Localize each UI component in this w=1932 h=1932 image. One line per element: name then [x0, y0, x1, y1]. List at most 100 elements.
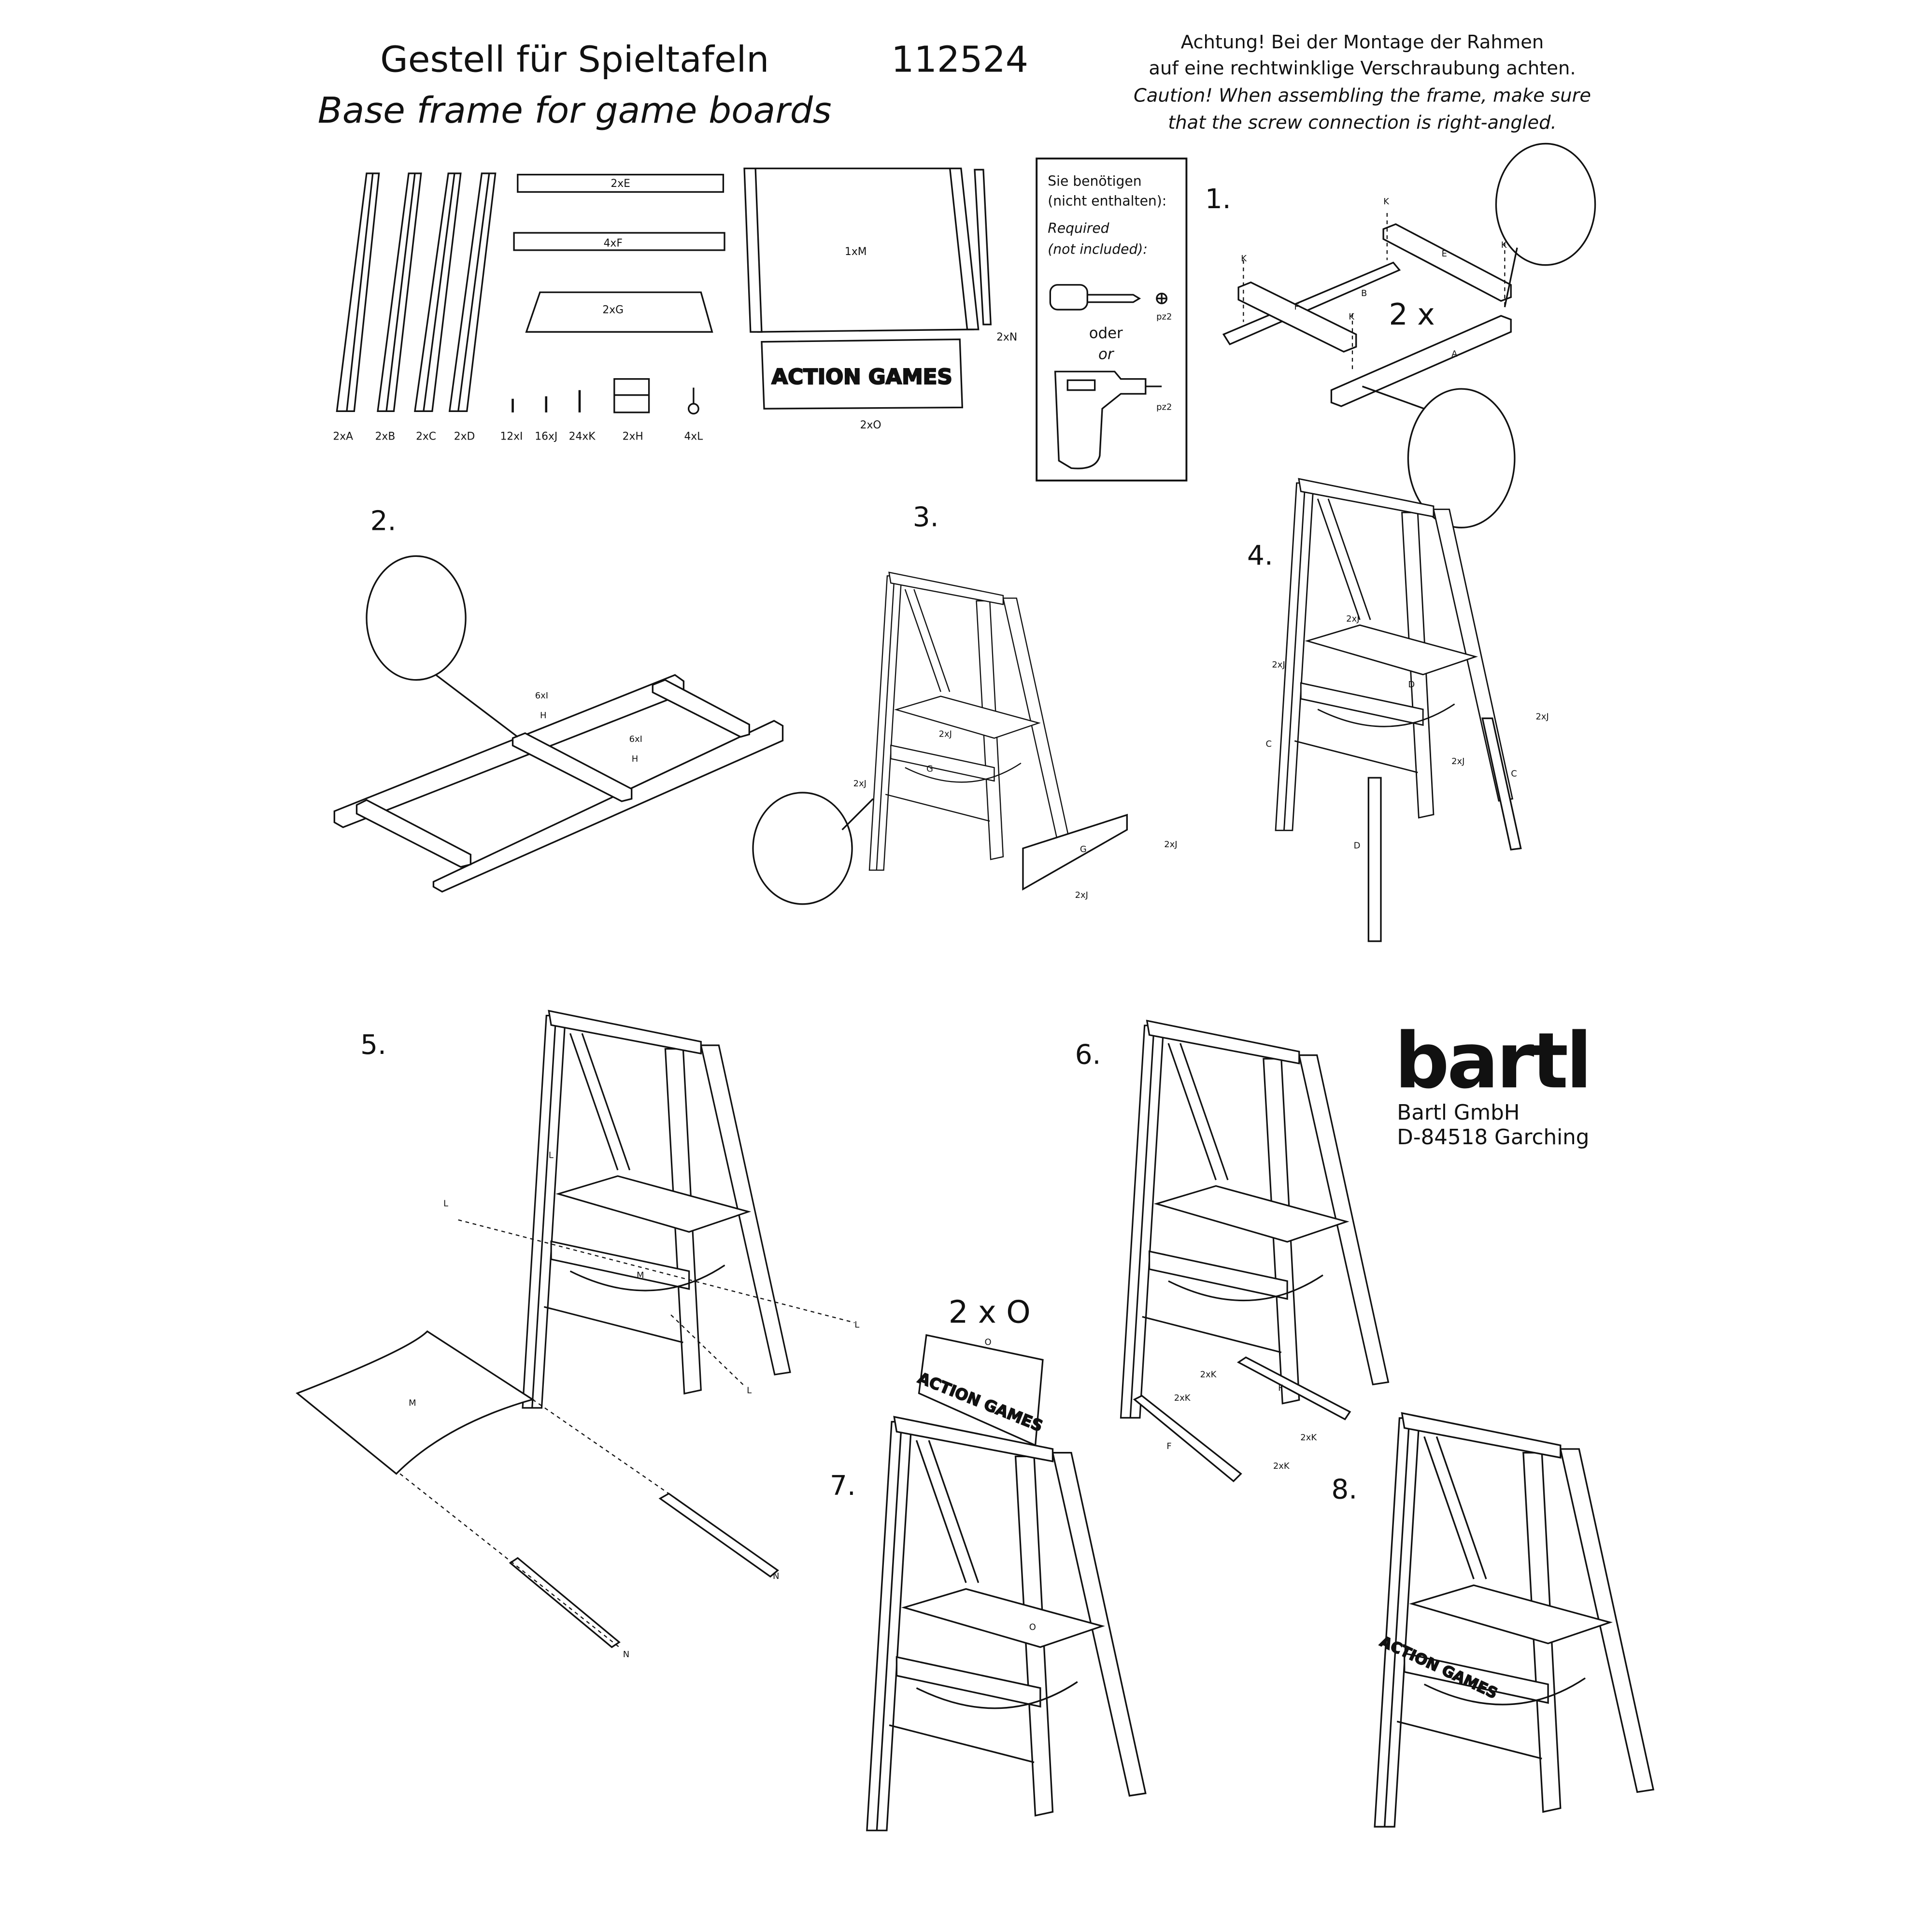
- part-label-h: 2xH: [623, 430, 643, 442]
- step-number-7: 7.: [830, 1470, 856, 1502]
- step5-label-n: N: [773, 1571, 779, 1581]
- step4-diagram: 2xJ 2xJ D C 2xJ 2xJ C D: [1266, 478, 1549, 942]
- step3-label-j: 2xJ: [853, 779, 867, 789]
- screw-icons: [511, 390, 581, 412]
- part-label-m: 1xM: [845, 246, 867, 258]
- step7-label-o: O: [984, 1337, 991, 1348]
- bit-size-1: pz2: [1156, 312, 1172, 322]
- step5-label-l: L: [854, 1320, 859, 1330]
- parts-list: 2xA 2xB 2xC 2xD 2xE 4xF 2xG 1xM 2xN ACTI…: [333, 168, 1017, 442]
- part-label-a: 2xA: [333, 430, 353, 442]
- step2-hinge-label: H: [540, 710, 547, 721]
- part-label-b: 2xB: [375, 430, 396, 442]
- bartl-logo: bartl: [1394, 1016, 1590, 1106]
- company-name: Bartl GmbH: [1397, 1101, 1520, 1125]
- step1-label-k: K: [1501, 240, 1507, 250]
- detail-magnifier: [752, 792, 853, 905]
- title-german: Gestell für Spieltafeln: [380, 39, 769, 81]
- step4-label-j: 2xJ: [1451, 756, 1464, 767]
- required-tools-box: Sie benötigen (nicht enthalten): Require…: [1036, 157, 1188, 482]
- step4-label-j: 2xJ: [1535, 712, 1548, 722]
- tools-label-de-1: Sie benötigen: [1048, 173, 1141, 189]
- part-n-rod: [974, 169, 992, 326]
- step7-multiplier: 2 x O: [949, 1294, 1031, 1330]
- part-o-sign: [761, 338, 964, 410]
- part-f-board: [513, 232, 725, 251]
- part-g-board: [525, 291, 713, 333]
- step4-label-c: C: [1511, 769, 1517, 779]
- fabric-m: [296, 1330, 535, 1475]
- part-label-k: 24xK: [569, 430, 596, 442]
- step6-label-k: 2xK: [1174, 1393, 1191, 1403]
- step4-label-c: C: [1266, 739, 1272, 749]
- part-rails: [336, 172, 497, 412]
- step-number-8: 8.: [1331, 1474, 1357, 1506]
- article-number: 112524: [891, 39, 1028, 81]
- step6-label-k: 2xK: [1300, 1433, 1317, 1443]
- step5-label-l: L: [443, 1198, 448, 1208]
- step8-diagram: ACTION GAMES: [1374, 1412, 1654, 1828]
- part-label-e: 2xE: [611, 178, 630, 190]
- warning-german-line2: auf eine rechtwinklige Verschraubung ach…: [1149, 57, 1576, 79]
- step5-diagram: L L M L L M N N: [296, 1010, 859, 1660]
- part-label-j: 16xJ: [535, 430, 557, 442]
- part-o-sign-text: ACTION GAMES: [771, 365, 952, 389]
- step-number-1: 1.: [1205, 184, 1231, 215]
- step3-label-j: 2xJ: [1075, 890, 1088, 900]
- title-english: Base frame for game boards: [318, 89, 832, 131]
- step1-label-k: K: [1349, 312, 1355, 322]
- step5-label-m: M: [409, 1398, 416, 1408]
- step3-label-j: 2xJ: [1164, 839, 1177, 850]
- step-number-5: 5.: [360, 1029, 386, 1061]
- step-number-4: 4.: [1247, 540, 1273, 571]
- detail-magnifier-top: [1495, 142, 1596, 266]
- step3-diagram: 2xJ G 2xJ G 2xJ 2xJ: [752, 571, 1178, 905]
- step1-label-k: K: [1383, 197, 1390, 207]
- tools-label-en-1: Required: [1048, 220, 1109, 236]
- step2-diagram: 6xI H 6xI H: [333, 555, 784, 893]
- brand-block: bartl Bartl GmbH D-84518 Garching: [1394, 1016, 1592, 1150]
- step4-label-j: 2xJ: [1346, 614, 1359, 624]
- screwdriver-icon: [1049, 284, 1168, 311]
- tools-or-en: or: [1098, 346, 1115, 363]
- warning-english-line2: that the screw connection is right-angle…: [1168, 112, 1557, 134]
- step1-multiplier: 2 x: [1389, 297, 1435, 332]
- step1-label-k: K: [1241, 254, 1247, 264]
- part-e-board: [517, 173, 724, 193]
- step6-label-k: 2xK: [1273, 1461, 1290, 1471]
- part-label-l: 4xL: [684, 430, 703, 442]
- step5-label-n: N: [623, 1649, 629, 1660]
- step2-hinge-label: H: [632, 754, 639, 764]
- step2-screws-label: 6xI: [535, 691, 548, 701]
- step1-label-f: F: [1294, 302, 1299, 312]
- part-label-f: 4xF: [604, 237, 623, 249]
- bit-size-2: pz2: [1156, 402, 1172, 412]
- part-m-fabric: [743, 168, 980, 333]
- part-label-o: 2xO: [860, 419, 881, 431]
- step-number-2: 2.: [370, 505, 397, 537]
- detail-magnifier-bottom: [1407, 388, 1516, 528]
- step6-label-f: F: [1166, 1441, 1171, 1451]
- part-label-c: 2xC: [416, 430, 436, 442]
- step1-label-b: B: [1361, 288, 1367, 298]
- step3-label-g: G: [926, 764, 933, 774]
- step-number-6: 6.: [1075, 1039, 1101, 1071]
- step-number-3: 3.: [913, 502, 939, 533]
- step7-diagram: 2 x O O ACTION GAMES O: [866, 1294, 1147, 1832]
- step6-diagram: 2xK 2xK F 2xK F 2xK: [1120, 1020, 1389, 1482]
- step1-label-e: E: [1442, 249, 1447, 259]
- step7-label-o: O: [1029, 1622, 1036, 1632]
- peg-icon: [687, 387, 699, 415]
- tools-label-en-2: (not included):: [1048, 242, 1148, 257]
- tools-label-de-2: (nicht enthalten):: [1048, 193, 1166, 209]
- step5-label-m: M: [637, 1270, 644, 1280]
- part-label-g: 2xG: [602, 304, 624, 316]
- part-label-i: 12xI: [500, 430, 523, 442]
- detail-magnifier: [366, 555, 467, 681]
- tools-or-de: oder: [1089, 325, 1123, 342]
- step6-label-f: F: [1278, 1383, 1283, 1393]
- step3-label-j: 2xJ: [939, 729, 952, 739]
- step4-label-d: D: [1354, 840, 1361, 851]
- step1-label-a: A: [1451, 349, 1458, 359]
